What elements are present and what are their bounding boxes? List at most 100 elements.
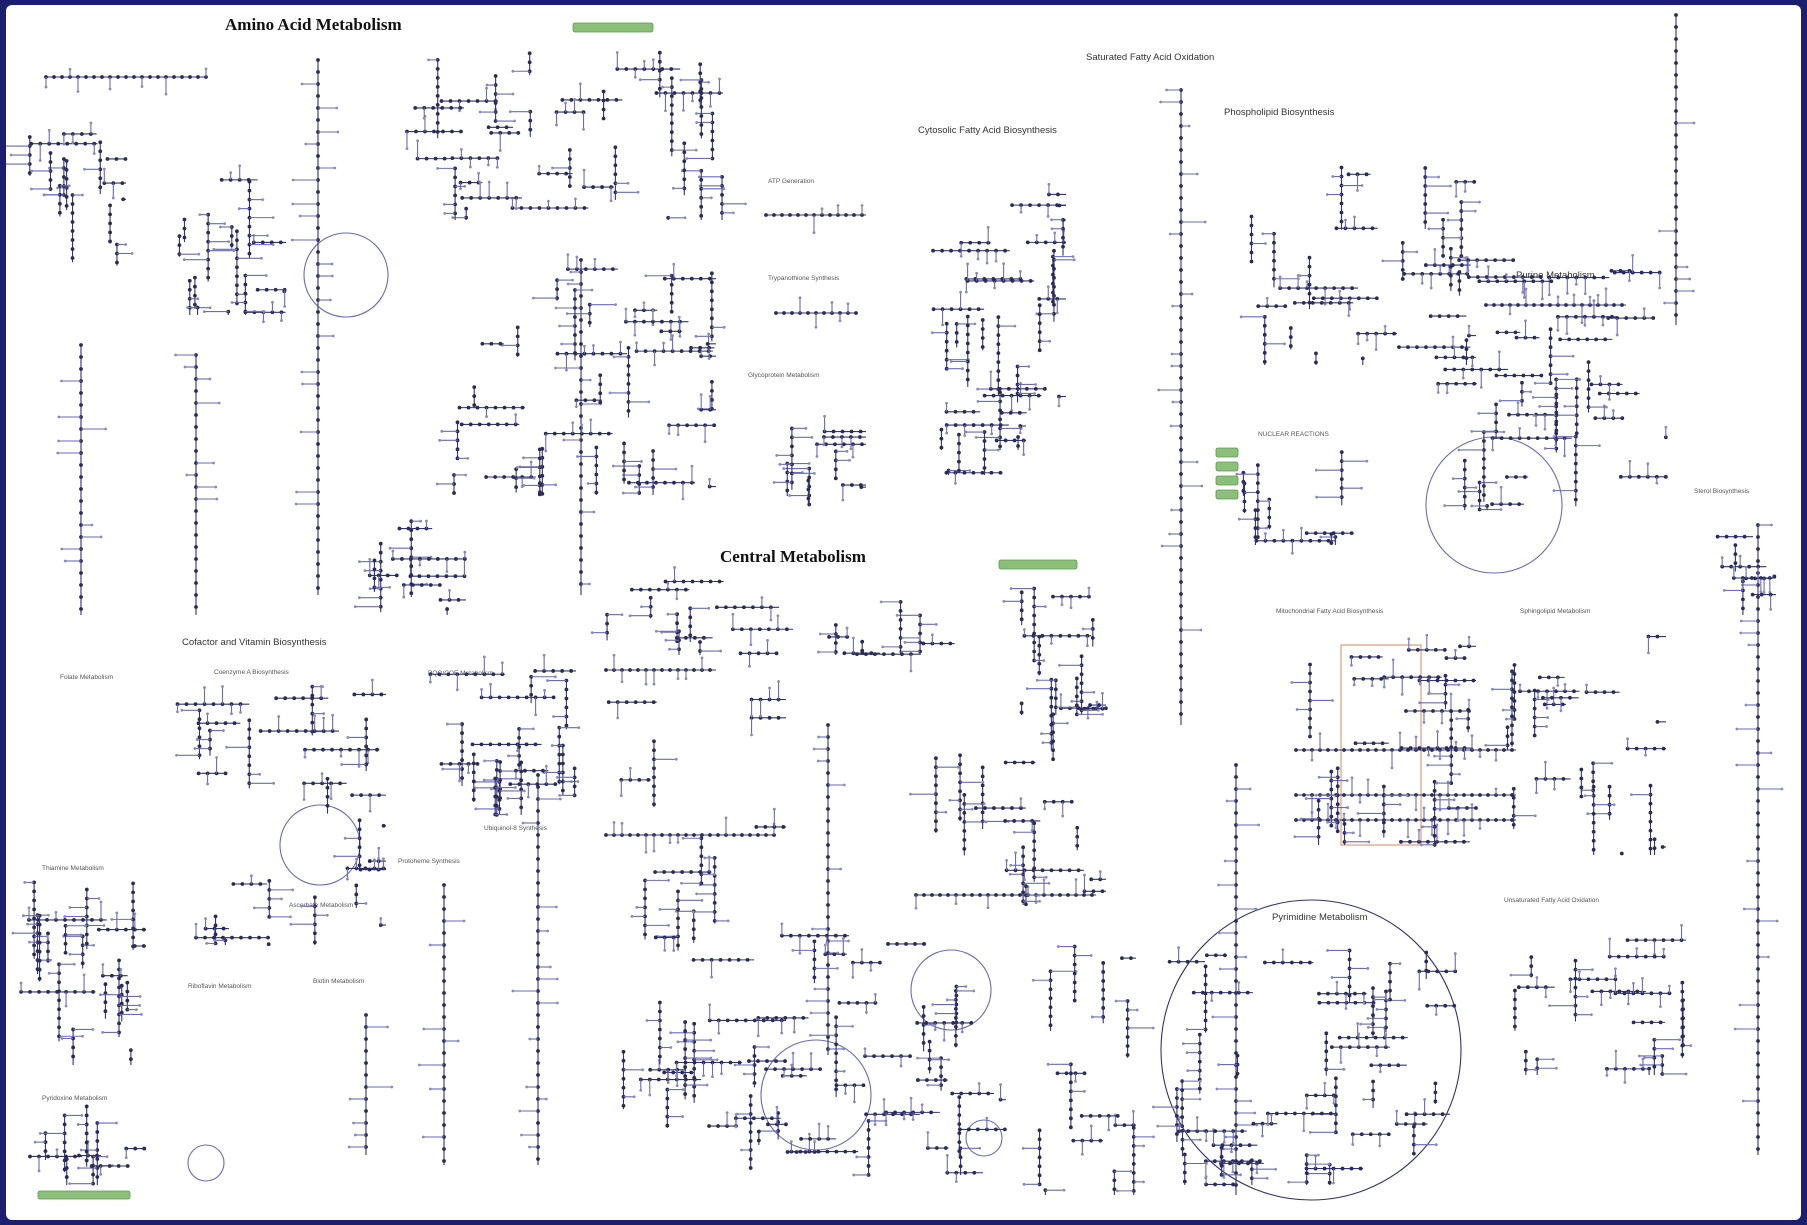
section-pyrimidine: Pyrimidine Metabolism bbox=[1272, 912, 1368, 923]
metabolite-node bbox=[472, 394, 476, 398]
metabolite-node bbox=[1620, 852, 1624, 856]
metabolite-node bbox=[32, 898, 36, 902]
metabolite-node bbox=[1051, 300, 1055, 304]
metabolite-node bbox=[71, 1046, 75, 1050]
metabolite-node bbox=[1231, 1171, 1234, 1174]
metabolite-node bbox=[1454, 382, 1458, 386]
metabolite-node bbox=[364, 1013, 368, 1017]
metabolite-node bbox=[496, 166, 499, 169]
metabolite-node bbox=[1263, 333, 1267, 337]
metabolite-node bbox=[560, 98, 564, 102]
metabolite-node bbox=[56, 142, 60, 146]
metabolite-node bbox=[121, 197, 125, 201]
metabolite-node bbox=[1256, 304, 1260, 308]
metabolite-node bbox=[1261, 232, 1264, 235]
metabolite-node bbox=[605, 98, 609, 102]
metabolite-node bbox=[425, 157, 429, 161]
metabolite-node bbox=[1458, 288, 1462, 292]
metabolite-node bbox=[561, 789, 565, 793]
metabolite-node bbox=[1620, 303, 1624, 307]
metabolite-node bbox=[1334, 748, 1338, 752]
metabolite-node bbox=[1592, 821, 1596, 825]
metabolite-node bbox=[978, 893, 982, 897]
metabolite-node bbox=[1010, 203, 1014, 207]
metabolite-node bbox=[1574, 453, 1578, 457]
metabolite-node bbox=[286, 729, 290, 733]
metabolite-node bbox=[1533, 707, 1537, 711]
metabolite-node bbox=[598, 400, 602, 404]
section-nuclear-reactions: NUCLEAR REACTIONS bbox=[1258, 431, 1329, 438]
metabolite-node bbox=[1430, 793, 1434, 797]
metabolite-node bbox=[701, 656, 704, 659]
metabolite-node bbox=[613, 172, 617, 176]
metabolite-node bbox=[627, 364, 631, 368]
metabolite-node bbox=[503, 406, 507, 410]
metabolite-node bbox=[291, 888, 294, 891]
metabolite-node bbox=[1179, 208, 1183, 212]
metabolite-node bbox=[1371, 1080, 1375, 1084]
metabolite-node bbox=[930, 893, 934, 897]
metabolite-node bbox=[1050, 218, 1053, 221]
metabolite-node bbox=[1228, 991, 1232, 995]
metabolite-node bbox=[1002, 262, 1005, 265]
metabolite-node bbox=[839, 868, 842, 871]
metabolite-node bbox=[529, 206, 533, 210]
metabolite-node bbox=[1756, 1039, 1760, 1043]
metabolite-node bbox=[1767, 956, 1770, 959]
metabolite-node bbox=[355, 858, 358, 861]
metabolite-node bbox=[520, 1134, 523, 1137]
metabolite-node bbox=[1179, 640, 1183, 644]
metabolite-node bbox=[716, 833, 720, 837]
metabolite-node bbox=[826, 903, 830, 907]
metabolite-node bbox=[977, 400, 980, 403]
metabolite-node bbox=[954, 1043, 958, 1047]
metabolite-node bbox=[1436, 679, 1440, 683]
section-sphingolipid: Sphingolipid Metabolism bbox=[1520, 608, 1590, 615]
metabolite-node bbox=[670, 94, 674, 98]
metabolite-node bbox=[941, 323, 944, 326]
metabolite-node bbox=[316, 394, 320, 398]
metabolite-node bbox=[498, 760, 502, 764]
metabolite-node bbox=[1756, 799, 1760, 803]
metabolite-node bbox=[566, 312, 569, 315]
metabolite-node bbox=[636, 833, 640, 837]
metabolite-node bbox=[740, 1149, 743, 1152]
metabolite-node bbox=[1453, 345, 1456, 348]
metabolite-node bbox=[1480, 386, 1483, 389]
metabolite-node bbox=[1515, 336, 1519, 340]
metabolite-node bbox=[133, 1147, 137, 1151]
metabolite-node bbox=[691, 100, 694, 103]
metabolite-node bbox=[1272, 250, 1276, 254]
metabolite-node bbox=[538, 492, 542, 496]
metabolite-node bbox=[45, 86, 48, 89]
metabolite-node bbox=[81, 961, 85, 965]
metabolite-node bbox=[661, 86, 664, 89]
metabolite-node bbox=[957, 1095, 961, 1099]
metabolite-node bbox=[1075, 878, 1078, 881]
metabolite-node bbox=[568, 148, 572, 152]
metabolite-node bbox=[520, 206, 524, 210]
metabolite-node bbox=[1649, 784, 1653, 788]
metabolite-node bbox=[843, 1070, 846, 1073]
metabolite-node bbox=[1553, 435, 1556, 438]
metabolite-node bbox=[64, 942, 68, 946]
metabolite-node bbox=[981, 345, 985, 349]
metabolite-node bbox=[1513, 681, 1517, 685]
metabolite-node bbox=[579, 450, 583, 454]
metabolite-node bbox=[1443, 504, 1446, 507]
metabolite-node bbox=[978, 1147, 981, 1150]
metabolite-node bbox=[651, 476, 655, 480]
metabolite-node bbox=[1362, 226, 1366, 230]
metabolite-node bbox=[627, 182, 630, 185]
metabolite-node bbox=[555, 287, 559, 291]
metabolite-node bbox=[442, 1015, 446, 1019]
metabolite-node bbox=[1002, 893, 1006, 897]
metabolite-node bbox=[90, 1164, 94, 1168]
metabolite-node bbox=[843, 934, 847, 938]
metabolite-node bbox=[1547, 698, 1550, 701]
metabolite-node bbox=[1344, 219, 1347, 222]
metabolite-node bbox=[77, 1154, 81, 1158]
metabolite-node bbox=[1191, 293, 1194, 296]
metabolite-node bbox=[1179, 244, 1183, 248]
metabolite-node bbox=[1433, 816, 1437, 820]
